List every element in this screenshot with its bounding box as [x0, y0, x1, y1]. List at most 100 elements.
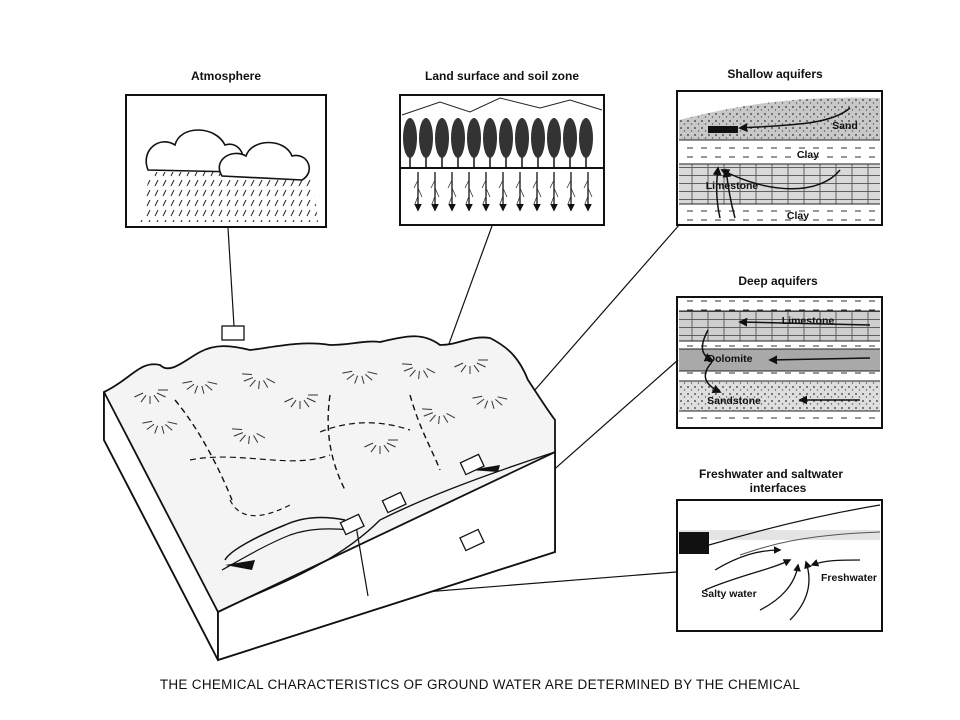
ridge-hatch: [154, 425, 159, 434]
ridge-hatch: [249, 379, 256, 387]
flow-arrow: [714, 546, 782, 571]
ridge-hatch: [161, 425, 165, 434]
tree-icon: [547, 118, 561, 168]
ridge-hatch: [367, 371, 378, 375]
ridge-hatch: [156, 392, 166, 398]
ridge-hatch: [473, 364, 480, 373]
clay-label-bottom: Clay: [787, 210, 809, 222]
ridge-hatch: [438, 415, 440, 425]
land-surface-panel: Land surface and soil zone: [399, 69, 605, 226]
ridge-hatch: [303, 399, 310, 408]
tree-icon: [499, 118, 513, 168]
forest-row: [403, 118, 593, 168]
ridge-hatch: [201, 385, 205, 394]
root-strand: [566, 179, 576, 205]
figure-caption: THE CHEMICAL CHARACTERISTICS OF GROUND W…: [159, 677, 801, 692]
freshwater-label: Freshwater: [821, 572, 877, 584]
tree-icon: [563, 118, 577, 168]
locator-interfaces: [339, 513, 365, 536]
ridge-hatch: [476, 362, 486, 368]
interfaces-title-line2: interfaces: [750, 481, 807, 495]
clay-layer-bottom: [679, 204, 880, 223]
ridge-hatch: [472, 395, 483, 399]
sand-label: Sand: [832, 120, 858, 132]
flow-arrow: [720, 169, 841, 190]
locator-deep-aquifers: [459, 528, 485, 552]
root-strand: [430, 179, 440, 205]
terrain-ridges: [134, 359, 508, 454]
ridge-hatch: [232, 428, 243, 430]
connector-atmosphere: [227, 227, 235, 327]
ridge-hatch: [443, 415, 449, 423]
ridge-hatch: [409, 369, 416, 377]
root-strand: [532, 179, 542, 205]
ridge-hatch: [239, 434, 246, 442]
shallow-aquifers-title: Shallow aquifers: [727, 67, 823, 81]
ridge-hatch: [423, 412, 433, 417]
ridge-hatch: [386, 442, 396, 448]
ridge-hatch: [253, 435, 259, 443]
landscape-block: [103, 335, 556, 662]
locator-shallow-aquifers: [459, 453, 485, 476]
ridge-hatch: [361, 375, 365, 384]
ridge-hatch: [495, 399, 503, 406]
flow-arrow: [701, 329, 714, 362]
ridge-hatch: [364, 442, 374, 448]
flow-arrow: [704, 559, 792, 591]
flow-arrow: [712, 166, 722, 219]
ridge-hatch: [454, 362, 464, 368]
interfaces-panel: Freshwater and saltwater interfaces Fres…: [676, 467, 883, 632]
deep-aquifers-title: Deep aquifers: [738, 274, 818, 288]
flow-arrow: [768, 355, 871, 365]
tree-icon: [467, 118, 481, 168]
ridge-hatch: [460, 364, 467, 373]
ridge-hatch: [146, 423, 155, 430]
flow-arrow: [789, 560, 812, 621]
ridge-hatch: [484, 400, 489, 409]
ridge-hatch: [263, 380, 269, 388]
ridge-hatch: [354, 375, 359, 384]
root-strand: [464, 179, 474, 205]
ridge-hatch: [418, 370, 420, 380]
ridge-hatch: [186, 383, 195, 390]
ridge-hatch: [134, 392, 144, 398]
ocean-dark: [679, 532, 709, 554]
ridge-hatch: [182, 380, 193, 384]
tree-icon: [451, 118, 465, 168]
land-surface-title: Land surface and soil zone: [425, 69, 579, 83]
tree-icon: [483, 118, 497, 168]
ridge-hatch: [205, 384, 213, 391]
block-front-face: [217, 450, 556, 662]
flow-arrow: [738, 317, 871, 327]
ridge-hatch: [346, 373, 355, 380]
river: [224, 516, 346, 561]
deep-aquifers-panel: Deep aquifers Limestone Dolomite Sandsto…: [676, 274, 883, 429]
ridge-hatch: [284, 397, 294, 403]
ridge-hatch: [153, 394, 160, 403]
ridge-hatch: [370, 444, 377, 453]
ridge-hatch: [491, 400, 495, 409]
flow-arrow: [810, 559, 861, 567]
land-surface-frame: [399, 94, 605, 226]
tree-icon: [515, 118, 529, 168]
ridge-hatch: [140, 394, 147, 403]
ridge-hatch: [242, 373, 253, 375]
root-strand: [549, 179, 559, 205]
atmosphere-panel: Atmosphere: [125, 69, 327, 228]
limestone-label: Limestone: [706, 180, 759, 192]
root-strand: [481, 179, 491, 205]
tree-icon: [579, 118, 593, 168]
shallow-aquifers-panel: Shallow aquifers Sand Clay Limestone Cla…: [676, 67, 883, 226]
locator-atmosphere: [221, 325, 245, 341]
root-strand: [583, 179, 593, 205]
rain-icon: [140, 172, 318, 222]
ridge-hatch: [167, 421, 178, 425]
cloud-icon: [218, 141, 310, 181]
mountain-outline: [401, 97, 603, 116]
ridge-hatch: [256, 432, 266, 439]
sandstone-label: Sandstone: [707, 395, 761, 407]
ridge-hatch: [233, 432, 243, 437]
flow-arrow: [738, 107, 851, 133]
